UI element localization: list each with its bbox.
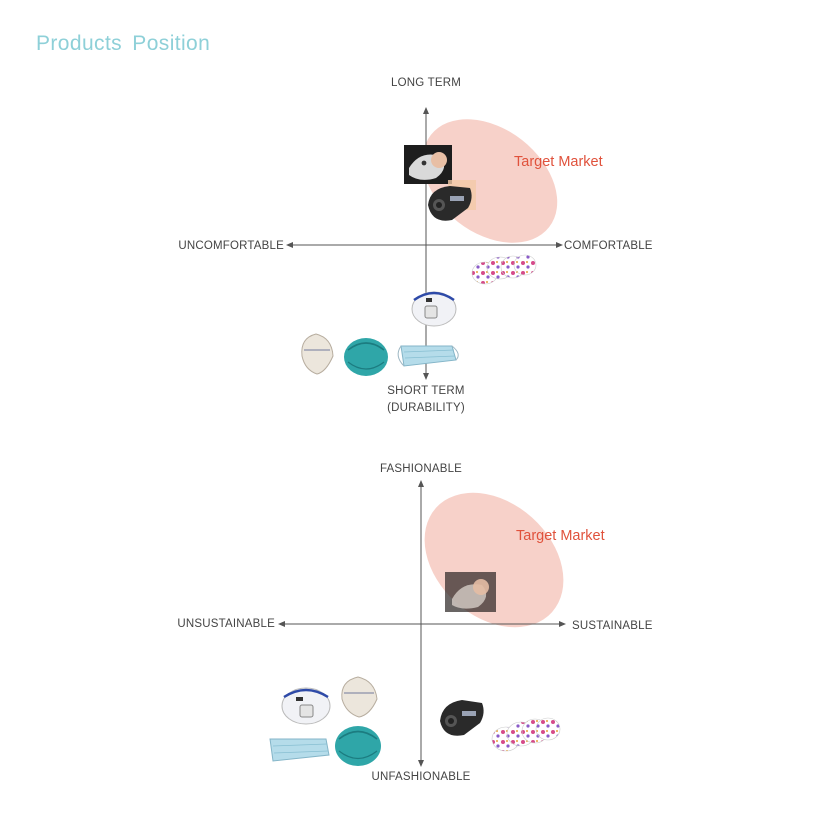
axis-label-right: COMFORTABLE	[564, 240, 653, 252]
axis-label-top: FASHIONABLE	[379, 463, 463, 475]
floral-cloth-masks-icon	[471, 254, 537, 285]
axes	[282, 485, 562, 763]
surgical-mask-icon	[397, 345, 459, 367]
position-chart-durability-comfort: LONG TERM SHORT TERM (DURABILITY) UNCOMF…	[178, 77, 653, 414]
clear-mask-icon	[404, 145, 452, 184]
valve-respirator-icon	[411, 291, 457, 327]
target-market-area	[424, 492, 564, 628]
axis-label-bottom-main: SHORT TERM	[387, 385, 465, 397]
target-market-label: Target Market	[516, 528, 605, 544]
target-market-label: Target Market	[514, 154, 603, 170]
position-chart-fashion-sustainability: FASHIONABLE UNFASHIONABLE UNSUSTAINABLE …	[0, 409, 818, 818]
white-n95-mask-icon	[301, 333, 334, 375]
axis-label-top: LONG TERM	[391, 77, 461, 89]
axis-label-bottom: UNFASHIONABLE	[371, 771, 471, 783]
page-title: Products Position	[36, 32, 211, 55]
axis-arrows	[286, 107, 563, 380]
axis-label-left: UNSUSTAINABLE	[177, 618, 275, 630]
chart-canvas	[286, 107, 563, 380]
chart-canvas	[269, 480, 566, 767]
axis-label-left: UNCOMFORTABLE	[178, 240, 284, 252]
floral-cloth-masks-icon	[491, 717, 561, 752]
teal-n95-mask-icon	[335, 726, 381, 766]
axis-label-bottom-sub: (DURABILITY)	[387, 402, 465, 414]
valve-respirator-icon	[281, 687, 331, 725]
black-sport-mask-icon	[440, 700, 484, 736]
clear-mask-icon	[445, 572, 496, 612]
axis-label-bottom: SHORT TERM (DURABILITY)	[376, 383, 476, 417]
teal-n95-mask-icon	[344, 338, 388, 376]
surgical-mask-icon	[269, 738, 330, 762]
axis-arrows	[278, 480, 566, 767]
black-sport-mask-icon	[428, 180, 476, 221]
white-n95-mask-icon	[341, 676, 378, 718]
axis-label-right: SUSTAINABLE	[572, 620, 653, 632]
